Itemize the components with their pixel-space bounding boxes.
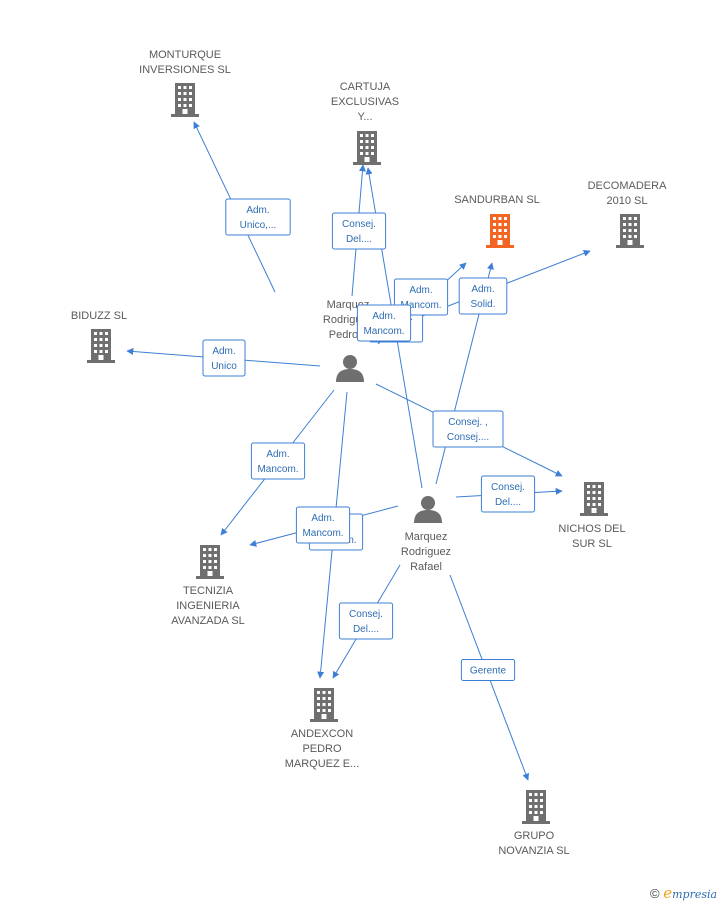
building-icon [616,214,644,248]
footer-brand[interactable]: © empresia [650,884,717,902]
edge-label-pedro-monturque[interactable]: Adm. Unico,... [225,198,291,236]
edge-label-text: Adm. [311,513,334,524]
node-label: MARQUEZ E... [285,758,360,770]
node-label: DECOMADERA [588,180,668,192]
edge-label-box [225,198,291,236]
edge-label-text: Mancom. [257,464,298,475]
copyright-symbol: © [650,886,660,901]
edge-label-text: Gerente [470,666,507,677]
edge-label-box [338,602,394,640]
node-andexcon[interactable]: ANDEXCON PEDRO MARQUEZ E... [285,688,360,770]
edge-label-box [295,506,351,544]
edge-label-box [432,410,504,448]
person-icon [414,496,442,523]
edge-label-box [202,339,246,377]
node-label: 2010 SL [607,195,648,207]
edge-label-box [480,475,536,513]
node-label: INGENIERIA [176,600,240,612]
edge-label-text: Mancom. [363,326,404,337]
edge-label-pedro-cartuja[interactable]: Consej. Del.... [331,212,387,250]
node-label: GRUPO [514,830,555,842]
node-label: Y... [357,111,372,123]
edge-label-pedro-tecnizia[interactable]: Adm. Mancom. [250,442,306,480]
node-label: EXCLUSIVAS [331,96,399,108]
building-icon [171,83,199,117]
node-cartuja[interactable]: CARTUJA EXCLUSIVAS Y... [331,81,399,165]
edge-label-box [458,277,508,315]
node-novanzia[interactable]: GRUPO NOVANZIA SL [498,790,570,857]
edge-label-text: Mancom. [400,300,441,311]
node-label: Rodriguez [401,546,451,558]
node-label: SUR SL [572,538,612,550]
node-label: PEDRO [302,743,342,755]
edge-label-box [460,659,516,681]
edge-label-box [331,212,387,250]
node-biduzz[interactable]: BIDUZZ SL [71,310,127,363]
edge-label-text: Consej.... [447,432,489,443]
edge-label-box [356,304,412,342]
edge-label-text: Adm. [212,346,235,357]
node-nichos[interactable]: NICHOS DEL SUR SL [558,482,626,550]
edge-label-box [250,442,306,480]
edge-label-text: Adm. [246,205,269,216]
building-highlight-icon [486,214,514,248]
building-icon [580,482,608,516]
node-tecnizia[interactable]: TECNIZIA INGENIERIA AVANZADA SL [171,545,245,627]
edge-label-text: Adm. [266,449,289,460]
edge-label-text: Del.... [353,624,379,635]
edge-labels-layer: Adm. Unico,... Consej. Del.... Consej. Del...… [202,198,536,681]
node-label: ANDEXCON [291,728,353,740]
edge-label-pedro-andexcon[interactable]: Adm. Mancom. [295,506,351,544]
person-icon [336,355,364,382]
edge-label-text: Consej. [349,609,383,620]
node-label: AVANZADA SL [171,615,245,627]
node-label: Rafael [410,561,442,573]
building-icon [310,688,338,722]
edge-label-text: Solid. [470,299,495,310]
edge-label-text: Del.... [346,234,372,245]
edge-label-text: Mancom. [302,528,343,539]
edge-label-text: Consej. [342,219,376,230]
building-icon [87,329,115,363]
edge-label-text: Consej. , [448,417,487,428]
node-label: NOVANZIA SL [498,845,569,857]
node-label: NICHOS DEL [558,523,625,535]
node-decomadera[interactable]: DECOMADERA 2010 SL [588,180,668,248]
edge-label-text: Consej. [491,482,525,493]
edge-label-text: Unico [211,361,237,372]
edge-label-rafael-novanzia[interactable]: Gerente [460,659,516,681]
node-sandurban[interactable]: SANDURBAN SL [454,194,540,248]
edge-label-text: Adm. [372,311,395,322]
node-monturque[interactable]: MONTURQUE INVERSIONES SL [139,49,231,117]
building-icon [353,131,381,165]
nodes-layer: MONTURQUE INVERSIONES SL CARTUJA EXCLUSIVAS… [71,49,667,857]
edge-label-pedro-biduzz[interactable]: Adm. Unico [202,339,246,377]
node-label: SANDURBAN SL [454,194,540,206]
node-label: INVERSIONES SL [139,64,231,76]
edge-label-text: Unico,... [240,220,277,231]
edge-label-text: Adm. [409,285,432,296]
node-label: CARTUJA [340,81,391,93]
building-icon [522,790,550,824]
edge-label-pedro-decomadera[interactable]: Adm. Mancom. [356,304,412,342]
brand-logo-initial: e [663,884,673,902]
node-label: MONTURQUE [149,49,221,61]
edge-label-pedro-nichos[interactable]: Consej. , Consej.... [432,410,504,448]
brand-logo-text: mpresia [672,888,718,901]
edge-label-text: Del.... [495,497,521,508]
node-label: BIDUZZ SL [71,310,127,322]
edge-label-text: Adm. [471,284,494,295]
building-icon [196,545,224,579]
edge-label-rafael-sandurban[interactable]: Adm. Solid. [458,277,508,315]
node-label: TECNIZIA [183,585,234,597]
node-label: Marquez [405,531,448,543]
edge-label-rafael-nichos[interactable]: Consej. Del.... [480,475,536,513]
edge-label-rafael-andexcon[interactable]: Consej. Del.... [338,602,394,640]
